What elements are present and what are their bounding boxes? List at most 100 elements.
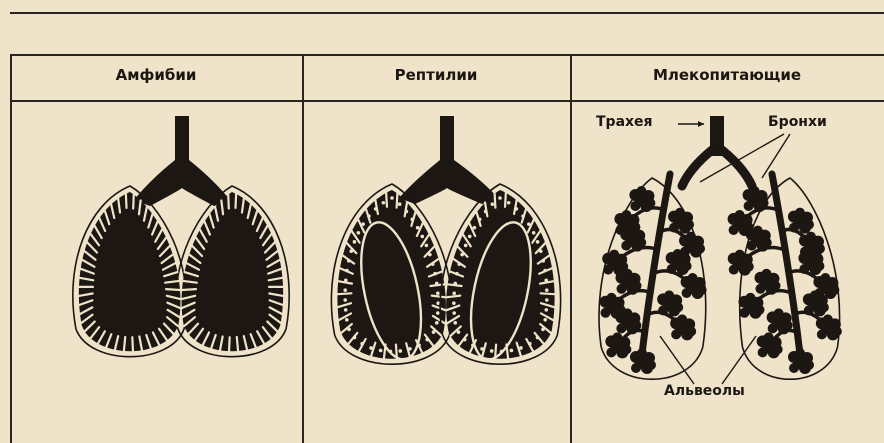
reptile-right-lung-cell bbox=[491, 202, 495, 206]
trachea-pointer-arrow bbox=[698, 121, 704, 127]
reptile-right-lung-cell bbox=[521, 214, 525, 218]
reptile-left-lung-cell bbox=[399, 349, 403, 353]
mammal-left-lung-alveolus-cluster bbox=[675, 208, 685, 218]
amphibian-right-lung-septum bbox=[228, 195, 229, 209]
mammal-right-lung-alveolus-cluster bbox=[735, 210, 745, 220]
reptile-left-lung-cell bbox=[349, 249, 353, 253]
mammal-right-lung-alveolus-cluster bbox=[745, 293, 755, 303]
amphibian-right-lung-septum bbox=[235, 194, 236, 208]
mammal-right-lung-alveolus-cluster bbox=[804, 305, 814, 315]
reptile-left-lung-septum bbox=[337, 293, 351, 294]
mammal-right-lung-alveolus-cluster bbox=[789, 223, 799, 233]
reptile-right-lung-cell bbox=[527, 222, 531, 226]
mammal-right-lung-alveolus-cluster bbox=[755, 284, 765, 294]
amphibian-right-lung-septum bbox=[237, 337, 238, 351]
reptile-right-lung-cell bbox=[500, 350, 504, 354]
reptile-left-lung-cell bbox=[389, 350, 393, 354]
reptile-left-lung-cell bbox=[428, 253, 432, 257]
mammal-right-lung-alveolus-cluster bbox=[762, 238, 772, 248]
reptile-left-lung-cell bbox=[344, 279, 348, 283]
reptile-trachea bbox=[399, 116, 498, 204]
reptile-right-lung-cell bbox=[471, 343, 475, 347]
reptile-left-lung-cell bbox=[398, 202, 402, 206]
mammal-right-lung-alveolus-cluster bbox=[744, 262, 754, 272]
mammal-right-lung-alveolus-cluster bbox=[795, 208, 805, 218]
reptile-left-lung-cell bbox=[420, 235, 424, 239]
reptile-left-lung-cell bbox=[411, 218, 415, 222]
mammal-left-lung-alveolus-cluster bbox=[673, 302, 683, 312]
label-trachea: Трахея bbox=[596, 114, 653, 130]
mammal-right-lung-alveolus-cluster bbox=[744, 201, 754, 211]
mammal-left-lung-alveolus-cluster bbox=[686, 232, 696, 242]
reptile-right-lung-cell bbox=[452, 301, 456, 305]
reptile-right-lung-cell bbox=[541, 259, 545, 263]
reptile-right-lung-cell bbox=[532, 231, 536, 235]
reptile-left-lung-cell bbox=[436, 291, 440, 295]
mammal-right-lung-alveolus-cluster bbox=[823, 314, 833, 324]
mammal-right-lung-alveolus-cluster bbox=[768, 323, 778, 333]
reptile-left-lung-cell bbox=[435, 321, 439, 325]
mammal-left-lung-alveolus-cluster bbox=[645, 198, 655, 208]
reptile-left-lung-cell bbox=[345, 318, 349, 322]
mammal-right-lung-alveolus-cluster bbox=[747, 241, 757, 251]
reptile-right-lung-cell bbox=[545, 288, 549, 292]
reptile-left-lung-cell bbox=[405, 210, 409, 214]
mammal-right-lung-alveolus-cluster bbox=[770, 281, 780, 291]
mammal-left-lung-alveolus-cluster bbox=[669, 223, 679, 233]
mammal-left-lung-alveolus-cluster bbox=[616, 323, 626, 333]
reptile-right-lung-septum bbox=[495, 345, 496, 359]
mammal-left-lung-alveolus-cluster bbox=[621, 210, 631, 220]
reptile-right-lung-cell bbox=[463, 338, 467, 342]
amphibian-right-lung-septum bbox=[229, 337, 230, 351]
reptile-lungs bbox=[331, 116, 560, 365]
mammal-left-lung-alveolus-cluster bbox=[686, 326, 696, 336]
alveoli-pointer bbox=[722, 336, 756, 384]
reptile-left-lung-cell bbox=[360, 342, 364, 346]
mammal-left-lung-alveolus-cluster bbox=[622, 308, 632, 318]
reptile-left-lung-cell bbox=[344, 308, 348, 312]
mammal-right-lung-alveolus-cluster bbox=[735, 250, 745, 260]
mammal-left-lung-alveolus-cluster bbox=[684, 220, 694, 230]
mammal-right-lung-alveolus-cluster bbox=[729, 225, 739, 235]
mammal-left-lung-alveolus-cluster bbox=[697, 285, 707, 295]
reptile-left-lung-cell bbox=[417, 343, 421, 347]
reptile-right-lung-septum bbox=[505, 193, 506, 207]
reptile-right-lung-cell bbox=[543, 269, 547, 273]
reptile-right-lung-cell bbox=[539, 249, 543, 253]
mammal-right-lung-alveolus-cluster bbox=[774, 308, 784, 318]
mammal-right-lung-alveolus-cluster bbox=[815, 244, 825, 254]
reptile-right-lung-cell bbox=[545, 298, 549, 302]
mammal-left-lung-alveolus-cluster bbox=[671, 329, 681, 339]
mammal-left-lung-alveolus-cluster bbox=[606, 347, 616, 357]
mammal-left-lung-alveolus-cluster bbox=[632, 281, 642, 291]
reptile-left-lung-cell bbox=[425, 244, 429, 248]
reptile-left-lung-cell bbox=[382, 201, 386, 205]
mammal-right-lung-alveolus-cluster bbox=[819, 302, 829, 312]
mammal-right-lung-alveolus-cluster bbox=[729, 265, 739, 275]
mammal-right-lung-alveolus-cluster bbox=[795, 348, 805, 358]
reptile-right-lung-cell bbox=[453, 282, 457, 286]
reptile-right-lung-cell bbox=[498, 196, 502, 200]
mammal-left-lung-alveolus-cluster bbox=[621, 344, 631, 354]
mammal-left-lung-alveolus-cluster bbox=[667, 264, 677, 274]
reptile-right-lung-cell bbox=[536, 240, 540, 244]
reptile-left-lung-cell bbox=[432, 330, 436, 334]
amphibian-left-lung-septum bbox=[166, 289, 180, 290]
reptile-left-lung-cell bbox=[390, 196, 394, 200]
reptile-left-lung-cell bbox=[408, 347, 412, 351]
mammal-left-lung-alveolus-cluster bbox=[630, 201, 640, 211]
reptile-left-lung-septum bbox=[396, 345, 397, 359]
mammal-right-lung-alveolus-cluster bbox=[804, 220, 814, 230]
mammal-left-lung-alveolus-cluster bbox=[617, 284, 627, 294]
mammal-right-lung-alveolus-cluster bbox=[750, 186, 760, 196]
mammal-left-lung-alveolus-cluster bbox=[623, 269, 633, 279]
reptile-left-lung-cell bbox=[435, 282, 439, 286]
mammal-left-lung-alveolus-cluster bbox=[621, 241, 631, 251]
reptile-right-lung-cell bbox=[544, 279, 548, 283]
mammal-left-lung-alveolus-cluster bbox=[603, 265, 613, 275]
reptile-right-lung-cell bbox=[468, 235, 472, 239]
mammal-left-lung-alveolus-cluster bbox=[682, 288, 692, 298]
amphibian-right-lung-septum bbox=[182, 289, 196, 290]
reptile-left-lung-cell bbox=[347, 328, 351, 332]
mammal-right-lung-alveolus-cluster bbox=[804, 360, 814, 370]
